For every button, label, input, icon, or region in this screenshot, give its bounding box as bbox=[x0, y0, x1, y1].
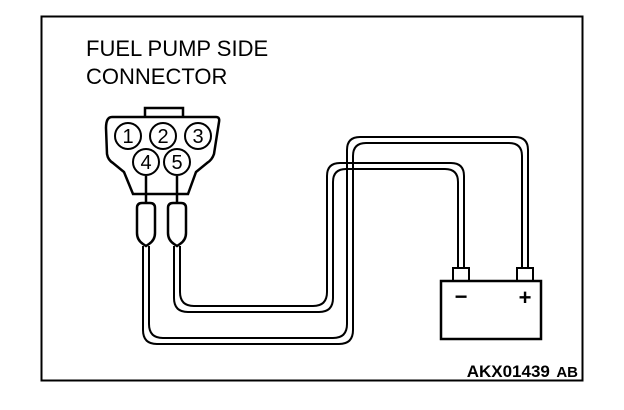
battery: − + bbox=[439, 267, 543, 341]
connector-pin-label-5: 5 bbox=[171, 152, 182, 174]
diagram-frame bbox=[40, 15, 584, 382]
figure-code-main: AKX01439 bbox=[467, 362, 550, 381]
figure-code-suffix: AB bbox=[556, 364, 578, 381]
battery-positive-label: + bbox=[519, 285, 532, 310]
connector-pin-5 bbox=[163, 148, 191, 176]
jumper-wire-pin-4-to-positive bbox=[142, 136, 529, 345]
figure-code: AKX01439 AB bbox=[467, 362, 578, 381]
battery-body bbox=[439, 279, 543, 341]
connector-pin-label-2: 2 bbox=[157, 126, 168, 148]
connector-pin-2 bbox=[149, 122, 177, 150]
connector-pin-4 bbox=[132, 148, 160, 176]
fuel-pump-connector: 1 2 3 4 5 bbox=[104, 106, 221, 196]
diagram-title-line-1: FUEL PUMP SIDE bbox=[86, 36, 268, 61]
connector-pin-1 bbox=[114, 122, 142, 150]
test-probe-pin-4 bbox=[135, 201, 157, 248]
battery-positive-terminal bbox=[516, 267, 534, 282]
battery-negative-label: − bbox=[455, 284, 468, 309]
connector-pin-label-1: 1 bbox=[122, 126, 133, 148]
diagram-title-line-2: CONNECTOR bbox=[86, 64, 227, 89]
connector-pin-label-4: 4 bbox=[140, 152, 151, 174]
connector-latch bbox=[143, 106, 185, 117]
test-probe-pin-5 bbox=[166, 201, 188, 248]
connector-pin-label-3: 3 bbox=[192, 126, 203, 148]
battery-negative-terminal bbox=[452, 267, 470, 282]
jumper-wire-pin-5-to-negative bbox=[173, 162, 465, 313]
connector-pin-3 bbox=[184, 122, 212, 150]
